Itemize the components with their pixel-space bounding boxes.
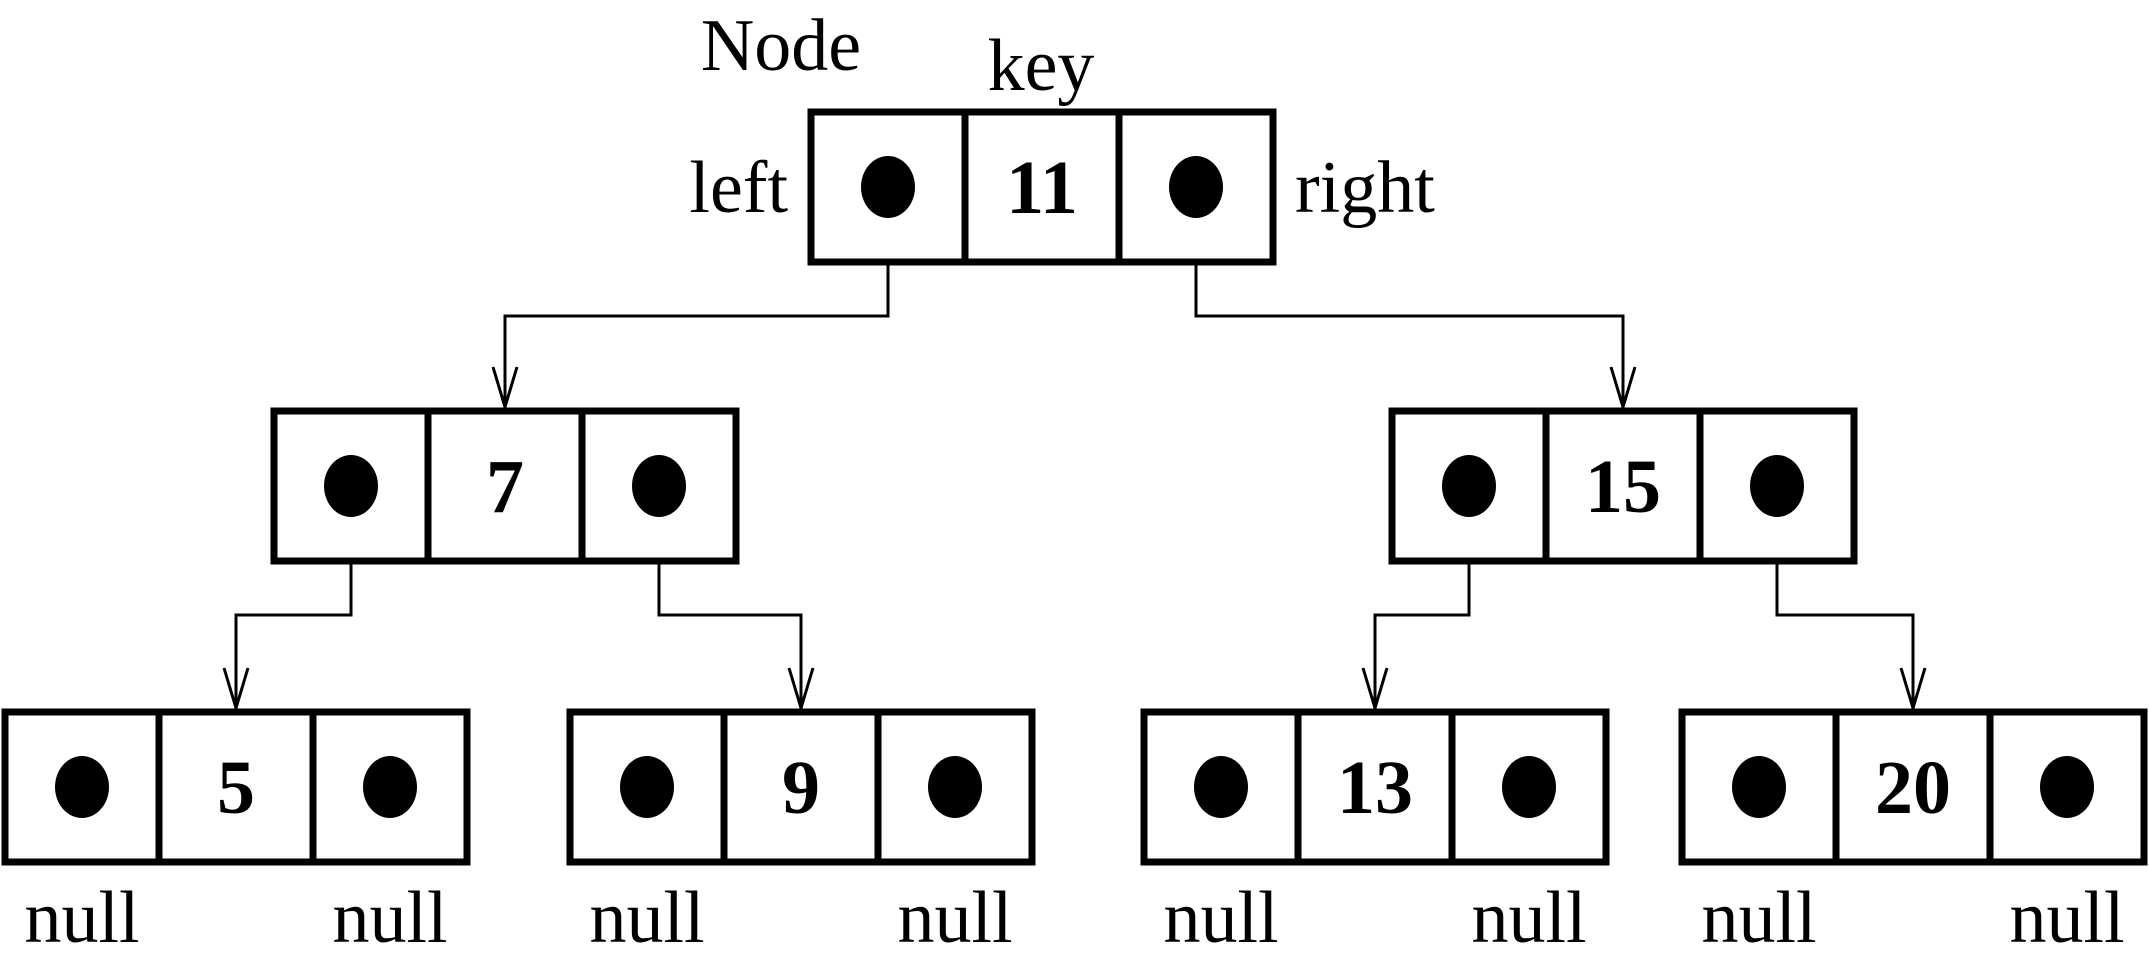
left-pointer-dot — [1194, 756, 1248, 818]
key-cell — [720, 708, 882, 866]
right-pointer-dot — [1169, 156, 1223, 218]
left-pointer-dot — [55, 756, 109, 818]
left-pointer-dot — [1442, 455, 1496, 517]
tree-node-11: 11 — [807, 108, 1277, 266]
left-pointer-dot — [861, 156, 915, 218]
key-label: key — [988, 25, 1095, 107]
node-key-value: 15 — [1585, 445, 1661, 529]
tree-node-13: 13 — [1140, 708, 1610, 866]
right-pointer-cell — [578, 407, 740, 565]
right-null-label: null — [1471, 877, 1586, 954]
node-key-value: 5 — [217, 746, 255, 830]
node-key-value: 13 — [1337, 746, 1413, 830]
right-null-label: null — [2009, 877, 2124, 954]
arrowhead-to-5 — [222, 667, 250, 714]
arrowhead-to-13 — [1361, 667, 1389, 714]
null-labels: null null null null null null null null — [24, 877, 2124, 954]
node-key-value: 9 — [782, 746, 820, 830]
node-key-value: 11 — [1006, 146, 1078, 230]
node-key-value: 7 — [486, 445, 524, 529]
tree-node-9: 9 — [566, 708, 1036, 866]
node-label: Node — [701, 5, 861, 87]
right-pointer-dot — [363, 756, 417, 818]
key-cell — [1542, 407, 1704, 565]
right-label: right — [1295, 147, 1435, 229]
tree-node-20: 20 — [1678, 708, 2148, 866]
left-null-label: null — [1163, 877, 1278, 954]
right-null-label: null — [897, 877, 1012, 954]
right-pointer-dot — [2040, 756, 2094, 818]
key-cell — [961, 108, 1123, 266]
tree-node-7: 7 — [270, 407, 740, 565]
left-label: left — [689, 147, 788, 229]
tree-nodes: 11 7 5 9 15 13 20 — [1, 108, 2148, 866]
left-pointer-dot — [324, 455, 378, 517]
left-pointer-dot — [1732, 756, 1786, 818]
left-null-label: null — [589, 877, 704, 954]
right-pointer-dot — [1750, 455, 1804, 517]
right-pointer-dot — [632, 455, 686, 517]
right-pointer-dot — [1502, 756, 1556, 818]
node-key-value: 20 — [1875, 746, 1951, 830]
left-null-label: null — [24, 877, 139, 954]
tree-node-15: 15 — [1388, 407, 1858, 565]
key-cell — [1294, 708, 1456, 866]
arrowhead-to-9 — [787, 667, 815, 714]
key-cell — [1832, 708, 1994, 866]
right-pointer-cell — [1115, 108, 1277, 266]
left-pointer-dot — [620, 756, 674, 818]
arrowhead-to-7 — [491, 366, 519, 413]
right-null-label: null — [332, 877, 447, 954]
arrowhead-to-15 — [1609, 366, 1637, 413]
arrowhead-to-20 — [1899, 667, 1927, 714]
right-pointer-cell — [1696, 407, 1858, 565]
tree-node-5: 5 — [1, 708, 471, 866]
right-pointer-dot — [928, 756, 982, 818]
key-cell — [424, 407, 586, 565]
left-null-label: null — [1701, 877, 1816, 954]
